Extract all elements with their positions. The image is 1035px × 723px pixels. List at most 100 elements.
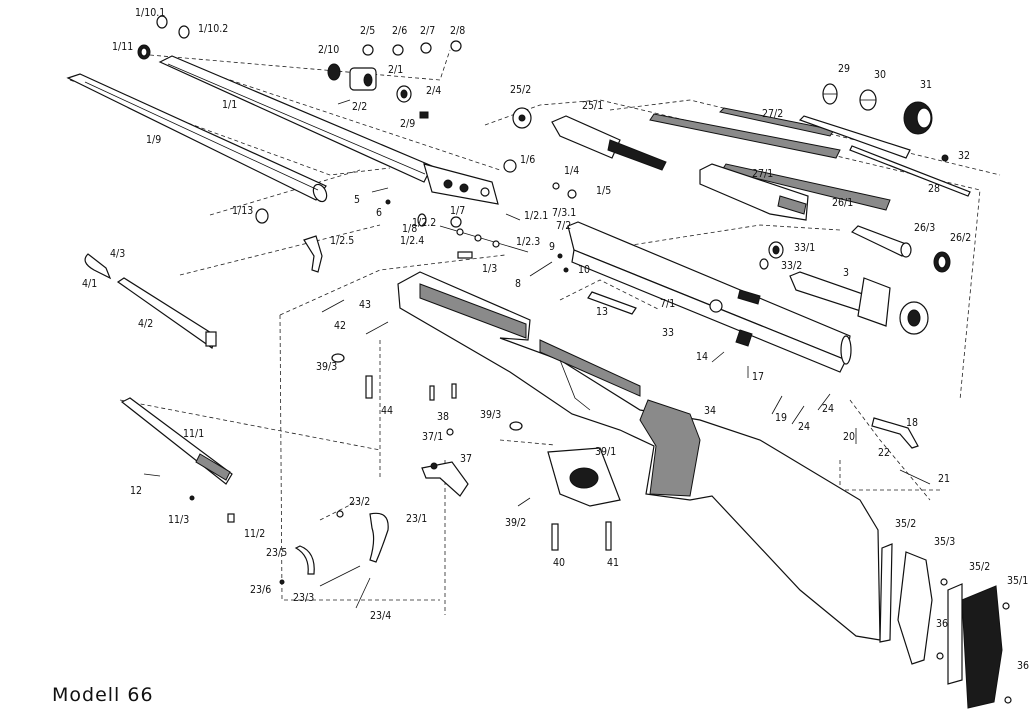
part-label: 39/3: [316, 361, 337, 373]
part-label: 2/10: [318, 44, 339, 56]
piston-rear-parts: [850, 225, 951, 273]
part-label: 19: [775, 412, 787, 424]
part-label: 26/1: [832, 197, 853, 209]
part-label: 1/7: [450, 205, 465, 217]
spring-parts: [649, 107, 971, 211]
part-label: 23/6: [250, 584, 271, 596]
trigger-guard-parts: [331, 353, 621, 551]
part-label: 41: [607, 557, 619, 569]
small-parts: [303, 159, 931, 485]
part-label: 23/2: [349, 496, 370, 508]
trigger-parts: [279, 510, 389, 609]
part-label: 37/1: [422, 431, 443, 443]
disc-parts: [822, 83, 949, 162]
diagram-title: Modell 66: [52, 684, 154, 706]
part-label: 1/4: [564, 165, 579, 177]
part-label: 9: [549, 241, 555, 253]
part-label: 13: [596, 306, 608, 318]
part-label: 43: [359, 299, 371, 311]
barrel-part-1-9: [66, 73, 328, 203]
part-label: 34: [704, 405, 716, 417]
part-label: 35/3: [934, 536, 955, 548]
part-label: 27/1: [752, 168, 773, 180]
part-label: 2/1: [388, 64, 403, 76]
part-label: 30: [874, 69, 886, 81]
part-label: 1/3: [482, 263, 497, 275]
part-label: 11/1: [183, 428, 204, 440]
rear-sight-part-3: [759, 241, 929, 335]
part-label: 27/2: [762, 108, 783, 120]
part-label: 37: [460, 453, 472, 465]
part-label: 10: [578, 264, 590, 276]
part-label: 28: [928, 183, 940, 195]
cocking-lever-parts: [84, 253, 217, 349]
part-label: 24: [822, 403, 834, 415]
part-label: 36: [936, 618, 948, 630]
buttplate-parts: [879, 543, 1012, 709]
part-label: 4/1: [82, 278, 97, 290]
part-label: 33/1: [794, 242, 815, 254]
part-label: 2/6: [392, 25, 407, 37]
part-label: 23/3: [293, 592, 314, 604]
part-label: 14: [696, 351, 708, 363]
part-label: 39/3: [480, 409, 501, 421]
part-label: 23/4: [370, 610, 391, 622]
part-label: 6: [376, 207, 382, 219]
part-label: 4/3: [110, 248, 125, 260]
screw-parts: [321, 299, 457, 401]
stock-part-34: [397, 271, 881, 641]
front-sight-parts: [327, 40, 462, 119]
part-label: 1/8: [402, 223, 417, 235]
part-label: 1/5: [596, 185, 611, 197]
part-label: 22: [878, 447, 890, 459]
part-label: 21: [938, 473, 950, 485]
barrel-part-1-1: [158, 55, 499, 205]
part-label: 17: [752, 371, 764, 383]
part-label: 29: [838, 63, 850, 75]
part-label: 8: [515, 278, 521, 290]
part-label: 1/2.2: [412, 217, 436, 229]
part-label: 1/2.5: [330, 235, 354, 247]
part-label: 2/8: [450, 25, 465, 37]
compression-tube-parts: [512, 107, 667, 171]
part-label: 7/3.1: [552, 207, 576, 219]
part-label: 23/1: [406, 513, 427, 525]
part-label: 3: [843, 267, 849, 279]
part-label: 42: [334, 320, 346, 332]
part-label: 39/1: [595, 446, 616, 458]
part-label: 2/4: [426, 85, 441, 97]
part-label: 2/7: [420, 25, 435, 37]
part-label: 7/1: [660, 298, 675, 310]
part-label: 1/10.1: [135, 7, 165, 19]
receiver-housing: [567, 221, 852, 373]
part-label: 2/5: [360, 25, 375, 37]
part-label: 5: [354, 194, 360, 206]
part-label: 11/2: [244, 528, 265, 540]
part-label: 33/2: [781, 260, 802, 272]
part-label: 25/2: [510, 84, 531, 96]
part-label: 1/9: [146, 134, 161, 146]
part-label: 32: [958, 150, 970, 162]
piston-part-27-1: [699, 163, 809, 221]
part-label: 36: [1017, 660, 1029, 672]
part-label: 1/13: [232, 205, 253, 217]
part-label: 26/2: [950, 232, 971, 244]
part-label: 2/2: [352, 101, 367, 113]
part-label: 4/2: [138, 318, 153, 330]
part-label: 35/1: [1007, 575, 1028, 587]
part-label: 18: [906, 417, 918, 429]
part-label: 1/2.1: [524, 210, 548, 222]
part-label: 33: [662, 327, 674, 339]
part-label: 7/2: [556, 220, 571, 232]
part-label: 1/1: [222, 99, 237, 111]
part-label: 35/2: [969, 561, 990, 573]
part-label: 2/9: [400, 118, 415, 130]
part-label: 44: [381, 405, 393, 417]
part-label: 31: [920, 79, 932, 91]
part-label: 1/2.3: [516, 236, 540, 248]
part-label: 1/6: [520, 154, 535, 166]
part-label: 39/2: [505, 517, 526, 529]
